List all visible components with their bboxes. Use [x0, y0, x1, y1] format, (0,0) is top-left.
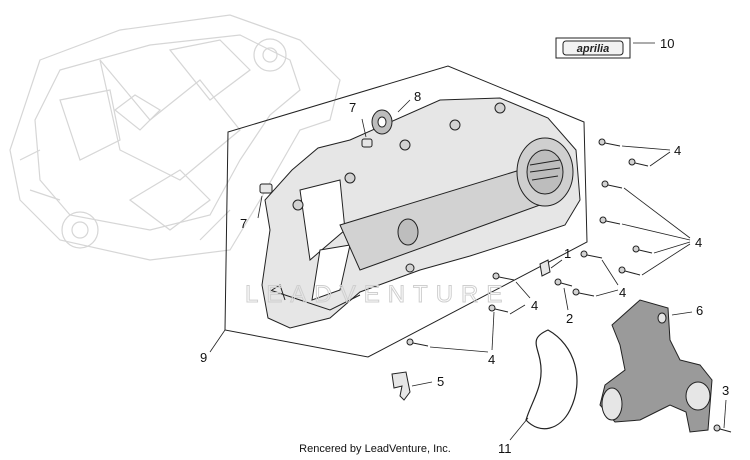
callout-4-lower: 4 — [488, 352, 495, 367]
screws — [406, 138, 732, 433]
callout-5: 5 — [437, 374, 444, 389]
callout-4-top: 4 — [674, 143, 681, 158]
screw — [492, 272, 515, 281]
transmission-cover — [261, 97, 581, 329]
dowel-pin-lower — [259, 183, 273, 194]
callout-10: 10 — [660, 36, 674, 51]
aprilia-badge: aprilia — [555, 37, 631, 59]
callout-2: 2 — [566, 311, 573, 326]
render-credit: Rencered by LeadVenture, Inc. — [299, 443, 451, 455]
screw — [598, 138, 621, 147]
callout-4-center: 4 — [531, 298, 538, 313]
callout-4-mid: 4 — [619, 285, 626, 300]
screw — [618, 266, 641, 276]
callout-1: 1 — [564, 246, 571, 261]
leader-lines — [209, 42, 727, 441]
callout-7-upper: 7 — [349, 100, 356, 115]
oil-seal — [371, 109, 393, 135]
dowel-pin-upper — [361, 138, 373, 148]
screw — [599, 216, 621, 225]
screw — [406, 338, 429, 347]
screw — [572, 288, 595, 297]
screw — [580, 250, 603, 259]
screw — [628, 158, 649, 167]
callout-7-lower: 7 — [240, 216, 247, 231]
air-duct — [599, 299, 713, 433]
screw — [488, 304, 509, 313]
callout-3: 3 — [722, 383, 729, 398]
engine-crankcase-ghost — [9, 14, 341, 261]
screw — [713, 424, 732, 433]
callout-11: 11 — [498, 441, 512, 456]
screw — [554, 278, 573, 287]
cable-clamp — [391, 371, 411, 401]
callout-8: 8 — [414, 89, 421, 104]
callout-6: 6 — [696, 303, 703, 318]
badge-label: aprilia — [577, 43, 609, 55]
screw — [601, 180, 623, 189]
clip — [539, 259, 551, 277]
watermark: LEADVENTURE — [245, 281, 510, 308]
callouts: 10 8 7 7 4 4 4 4 4 4 1 2 6 5 3 11 9 — [200, 36, 729, 456]
cover-gasket — [525, 329, 578, 430]
callout-4-right: 4 — [695, 235, 702, 250]
screw — [632, 245, 653, 254]
callout-9: 9 — [200, 350, 207, 365]
